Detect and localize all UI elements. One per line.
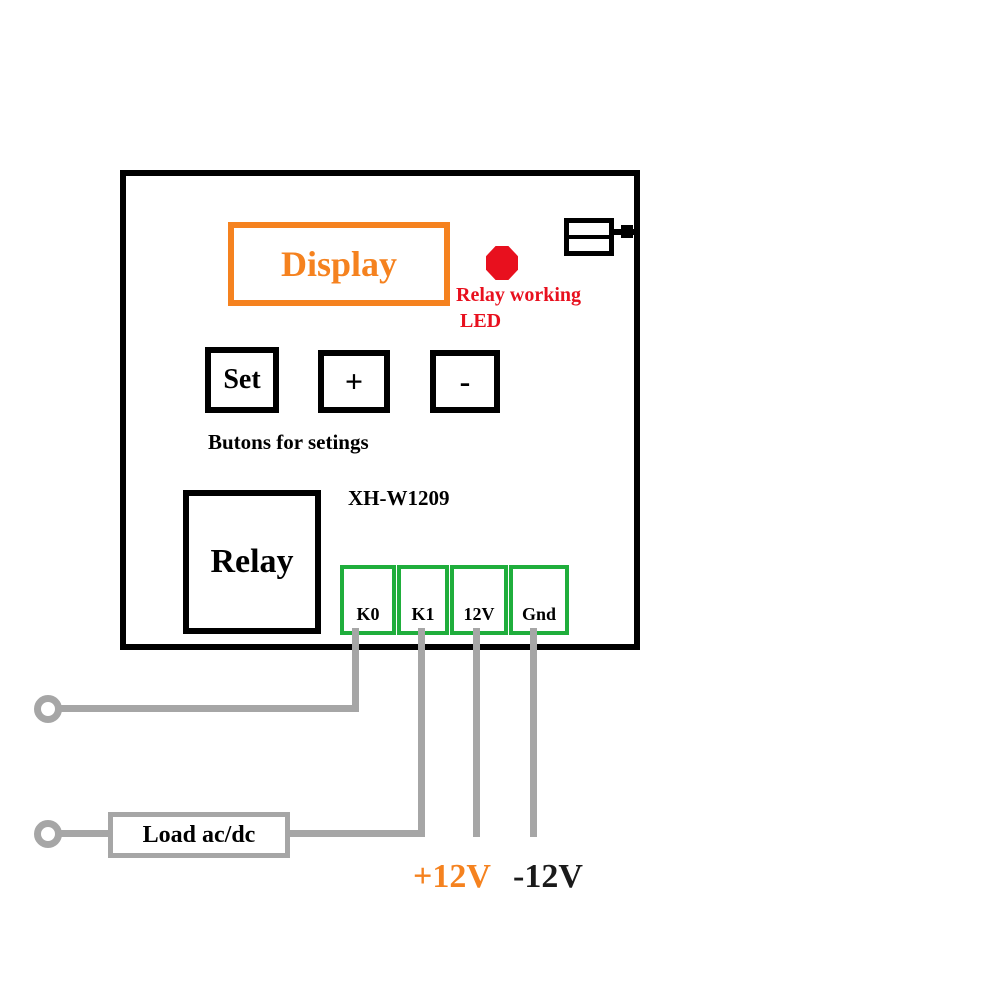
supply-negative-label: -12V	[513, 858, 583, 895]
sensor-connector-divider	[569, 235, 609, 239]
load-box: Load ac/dc	[108, 812, 290, 858]
wire-k1-vertical	[418, 628, 425, 837]
button-plus: +	[318, 350, 390, 413]
sensor-connector	[564, 218, 614, 256]
display-label: Display	[280, 244, 398, 284]
relay-led-icon	[486, 246, 518, 280]
load-label: Load ac/dc	[142, 821, 256, 848]
relay-box: Relay	[183, 490, 321, 634]
wire-ring-load-icon	[34, 820, 62, 848]
wire-gnd-vertical	[530, 628, 537, 837]
sensor-wire-tip	[621, 225, 633, 238]
button-set: Set	[205, 347, 279, 413]
display-box: Display	[228, 222, 450, 306]
led-caption-line2: LED	[460, 310, 502, 332]
button-minus: -	[430, 350, 500, 413]
wire-12v-vertical	[473, 628, 480, 837]
terminal-k0: K0	[340, 565, 396, 635]
wire-load-horizontal	[286, 830, 425, 837]
model-label: XH-W1209	[348, 486, 450, 510]
supply-positive-label: +12V	[413, 858, 491, 895]
terminal-k1: K1	[397, 565, 449, 635]
led-caption-line1: Relay working	[456, 284, 581, 306]
relay-label: Relay	[210, 543, 294, 580]
buttons-caption: Butons for setings	[208, 430, 369, 454]
terminal-gnd: Gnd	[509, 565, 569, 635]
terminal-12v: 12V	[450, 565, 508, 635]
wire-k0-vertical	[352, 628, 359, 712]
wire-k0-horizontal	[52, 705, 359, 712]
wire-ring-k0-icon	[34, 695, 62, 723]
wire-load-left	[52, 830, 110, 837]
